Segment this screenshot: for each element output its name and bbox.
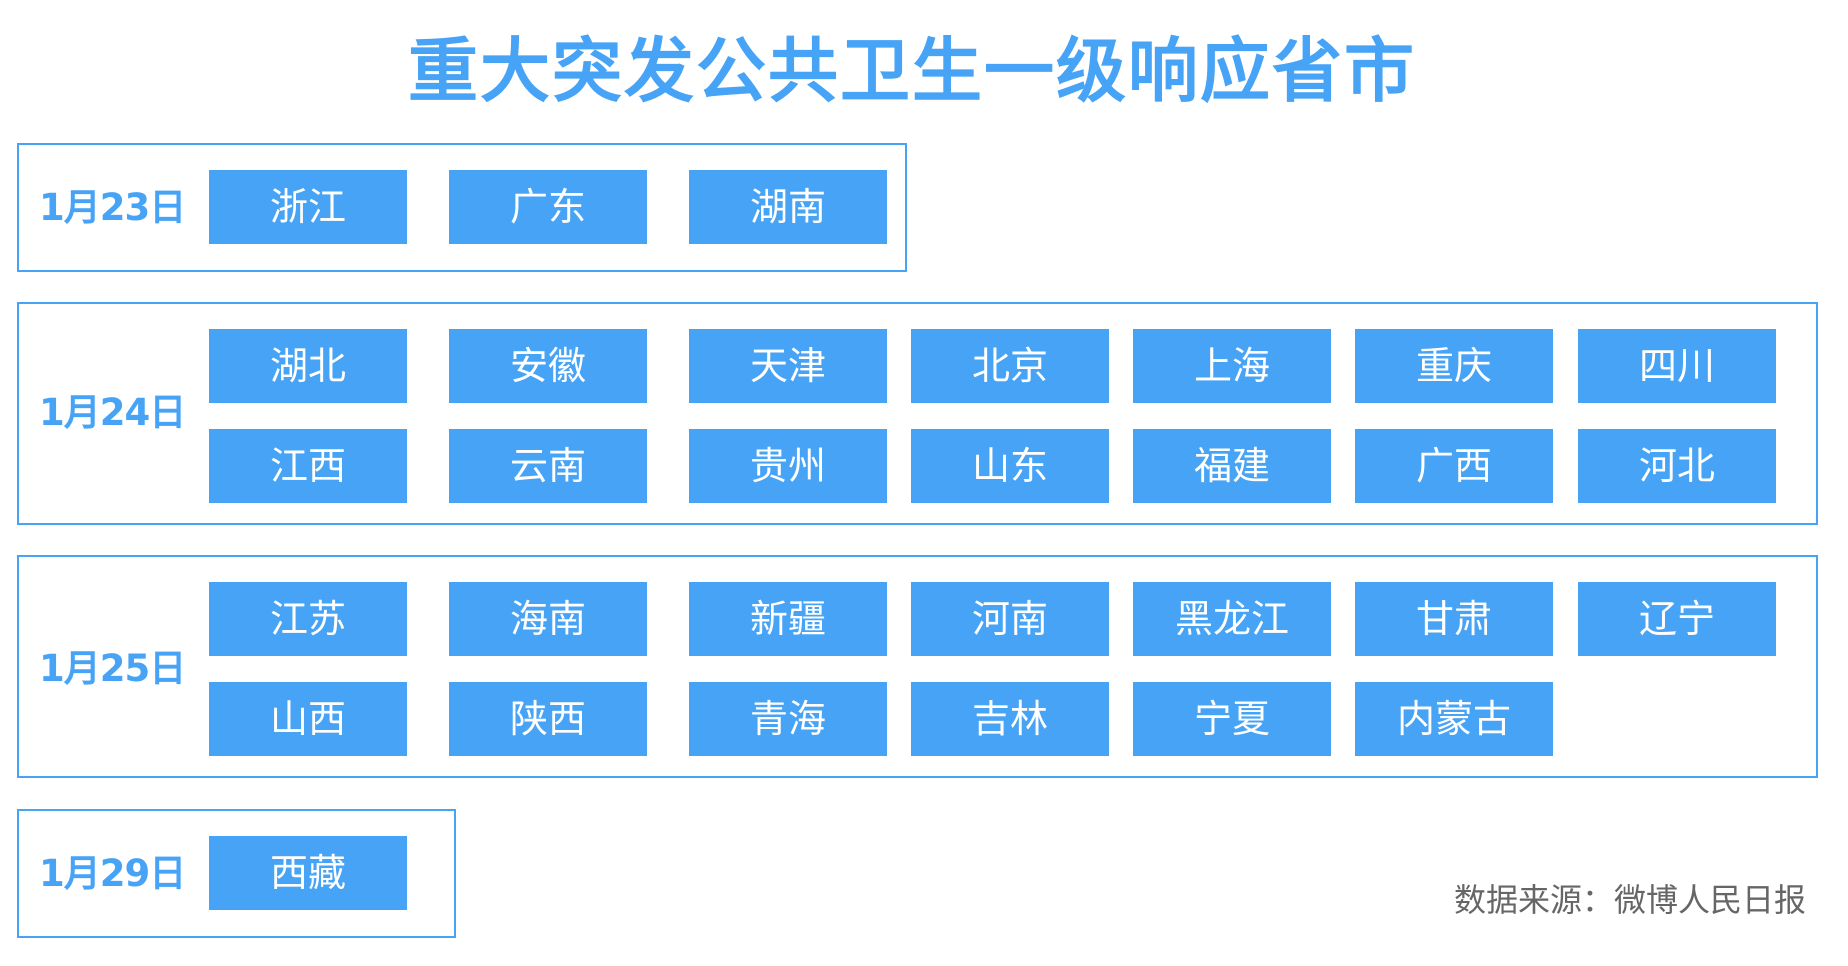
province-chip: 河南 xyxy=(911,582,1109,656)
province-chip: 陕西 xyxy=(449,682,647,756)
group-date-label: 1月25日 xyxy=(39,647,186,690)
group-date-label: 1月24日 xyxy=(39,391,186,434)
province-chip: 四川 xyxy=(1578,329,1776,403)
province-chip: 江苏 xyxy=(209,582,407,656)
province-chip: 吉林 xyxy=(911,682,1109,756)
province-chip: 湖南 xyxy=(689,170,887,244)
group-jan-29: 1月29日 西藏 xyxy=(17,809,456,938)
province-chip: 内蒙古 xyxy=(1355,682,1553,756)
province-chip: 黑龙江 xyxy=(1133,582,1331,656)
group-jan-24: 1月24日 湖北 安徽 天津 北京 上海 重庆 四川 江西 云南 贵州 山东 福… xyxy=(17,302,1818,525)
group-date-label: 1月23日 xyxy=(39,186,186,229)
group-date-label: 1月29日 xyxy=(39,852,186,895)
province-chip: 青海 xyxy=(689,682,887,756)
province-chip: 安徽 xyxy=(449,329,647,403)
province-chip: 辽宁 xyxy=(1578,582,1776,656)
group-jan-23: 1月23日 浙江 广东 湖南 xyxy=(17,143,907,272)
province-chip: 北京 xyxy=(911,329,1109,403)
province-chip: 贵州 xyxy=(689,429,887,503)
province-chip: 山西 xyxy=(209,682,407,756)
province-chip: 广东 xyxy=(449,170,647,244)
province-chip: 西藏 xyxy=(209,836,407,910)
province-chip: 广西 xyxy=(1355,429,1553,503)
province-chip: 浙江 xyxy=(209,170,407,244)
province-chip: 重庆 xyxy=(1355,329,1553,403)
province-chip: 江西 xyxy=(209,429,407,503)
province-chip: 海南 xyxy=(449,582,647,656)
province-chip: 云南 xyxy=(449,429,647,503)
province-chip: 河北 xyxy=(1578,429,1776,503)
data-source-footer: 数据来源：微博人民日报 xyxy=(1454,881,1807,919)
province-chip: 新疆 xyxy=(689,582,887,656)
group-jan-25: 1月25日 江苏 海南 新疆 河南 黑龙江 甘肃 辽宁 山西 陕西 青海 吉林 … xyxy=(17,555,1818,778)
province-chip: 福建 xyxy=(1133,429,1331,503)
page-title: 重大突发公共卫生一级响应省市 xyxy=(408,30,1416,112)
province-chip: 山东 xyxy=(911,429,1109,503)
province-chip: 天津 xyxy=(689,329,887,403)
province-chip: 甘肃 xyxy=(1355,582,1553,656)
province-chip: 宁夏 xyxy=(1133,682,1331,756)
province-chip: 上海 xyxy=(1133,329,1331,403)
province-chip: 湖北 xyxy=(209,329,407,403)
